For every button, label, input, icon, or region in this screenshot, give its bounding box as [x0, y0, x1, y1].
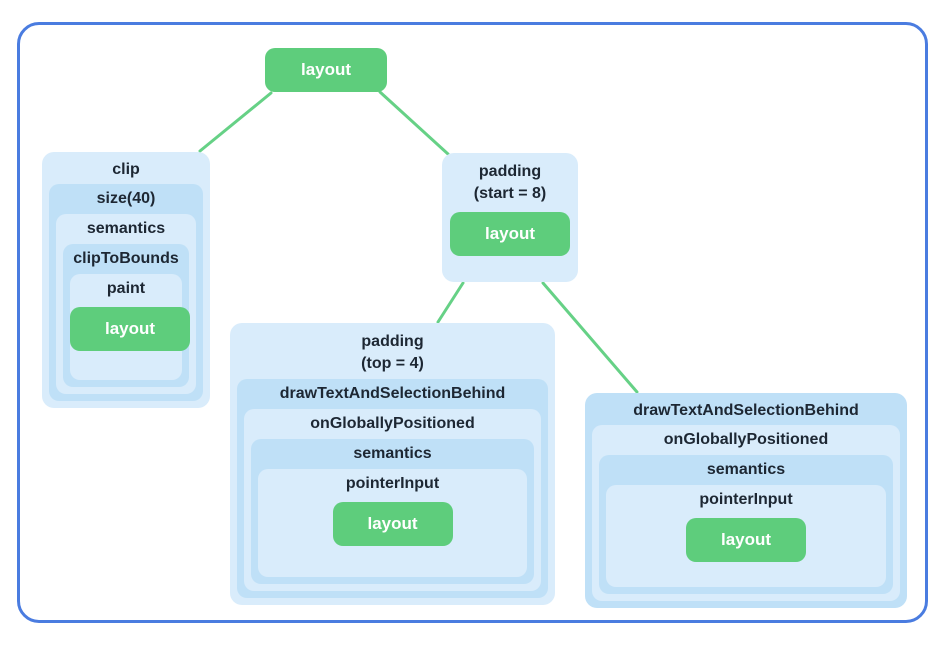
node-root-layout: layout: [265, 48, 387, 92]
node-clip-to-bounds: clipToBounds paint layout: [63, 244, 190, 387]
node-clip-layout-leaf: layout: [70, 307, 190, 351]
node-draw-text-right-title: drawTextAndSelectionBehind: [633, 402, 859, 419]
node-draw-text-layout-leaf: layout: [686, 518, 806, 562]
diagram-frame-border: [17, 22, 928, 623]
node-clip: clip size(40) semantics clipToBounds pai…: [42, 152, 210, 408]
node-padding-top-title: padding (top = 4): [361, 333, 424, 372]
node-padding-start-layout-leaf: layout: [450, 212, 570, 256]
node-semantics: semantics clipToBounds paint layout: [56, 214, 196, 394]
node-padding-top-layout-leaf: layout: [332, 502, 453, 546]
node-size40: size(40) semantics clipToBounds paint la…: [49, 184, 203, 401]
node-on-globally-positioned-mid: onGloballyPositioned semantics pointerIn…: [244, 409, 541, 591]
node-semantics-right: semantics pointerInput layout: [599, 455, 893, 594]
node-semantics-mid: semantics pointerInput layout: [251, 439, 534, 584]
node-draw-text-behind-right: drawTextAndSelectionBehind onGloballyPos…: [585, 393, 907, 608]
node-padding-top: padding (top = 4) drawTextAndSelectionBe…: [230, 323, 555, 605]
node-pointer-input-right: pointerInput layout: [606, 485, 886, 587]
node-padding-start: padding (start = 8) layout: [442, 153, 578, 282]
node-paint: paint layout: [70, 274, 190, 380]
node-on-globally-positioned-right: onGloballyPositioned semantics pointerIn…: [592, 425, 900, 601]
node-draw-text-behind-mid: drawTextAndSelectionBehind onGloballyPos…: [237, 379, 548, 598]
node-pointer-input-mid: pointerInput layout: [258, 469, 527, 577]
node-clip-title: clip: [112, 161, 140, 178]
node-padding-start-title: padding (start = 8): [473, 163, 547, 202]
